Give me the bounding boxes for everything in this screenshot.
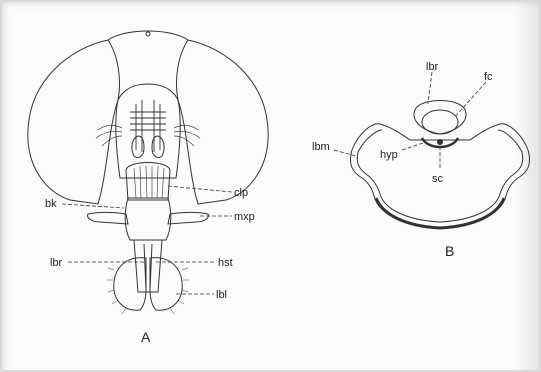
figure-b-leaders	[334, 72, 486, 170]
leader-fc	[454, 82, 486, 118]
label-bk: bk	[45, 198, 57, 210]
facial-ridges	[130, 100, 166, 152]
panel-label-b: B	[445, 243, 454, 259]
leader-hyp	[402, 142, 426, 150]
figure-a	[28, 31, 268, 314]
panel-label-a: A	[141, 329, 151, 345]
label-hst: hst	[218, 257, 233, 269]
rostrum	[125, 198, 171, 240]
left-maxillary-palp	[88, 213, 128, 225]
label-sc: sc	[432, 173, 444, 185]
left-labellum	[114, 258, 146, 311]
label-lbl: lbl	[216, 289, 227, 301]
labrum-b	[414, 101, 466, 135]
ventral-cuticle	[376, 198, 504, 228]
right-compound-eye	[176, 40, 268, 204]
salivary-canal	[438, 140, 443, 145]
face	[116, 84, 180, 178]
leader-clp	[168, 186, 232, 192]
label-fc: fc	[484, 71, 493, 83]
right-labellum	[150, 258, 182, 311]
label-lbr-a: lbr	[50, 257, 63, 269]
leader-lbr-b	[428, 72, 432, 104]
food-canal	[422, 110, 458, 134]
label-lbr-b: lbr	[426, 61, 439, 73]
haustellum	[134, 240, 162, 292]
label-lbm: lbm	[312, 141, 330, 153]
label-hyp: hyp	[380, 149, 398, 161]
label-mxp: mxp	[234, 211, 255, 223]
leader-lbm	[334, 150, 356, 156]
labrum-groove	[144, 244, 152, 290]
label-clp: clp	[234, 187, 248, 199]
labella-hairs	[107, 268, 189, 314]
left-compound-eye	[28, 40, 120, 204]
clypeus-striations	[134, 166, 164, 198]
leader-bk	[62, 204, 124, 208]
right-maxillary-palp	[168, 213, 208, 225]
ocellus	[146, 32, 150, 36]
